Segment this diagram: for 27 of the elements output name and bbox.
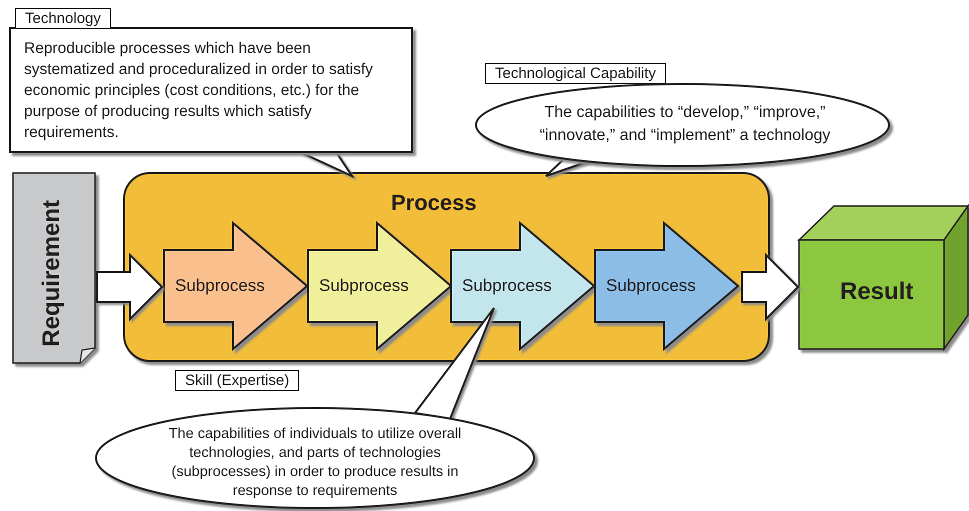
cube-shape bbox=[798, 205, 969, 350]
callout-box bbox=[10, 8, 414, 154]
speech-bubble bbox=[475, 63, 890, 167]
process-step-shape bbox=[163, 222, 308, 350]
callout-text: The capabilities to “develop,” “improve,” “innovate,” and “implement” a technology bbox=[538, 103, 832, 146]
callout-text: The capabilities of individuals to utilize overall technologies, and parts of technologies (subprocesses) in order to produce results in response to requirements bbox=[168, 425, 462, 501]
step-label: Subprocess bbox=[606, 276, 696, 296]
block-arrow bbox=[96, 252, 164, 322]
step-label: Subprocess bbox=[319, 276, 409, 296]
speech-bubble bbox=[95, 370, 535, 510]
process-step-shape bbox=[450, 222, 595, 350]
callout-text: Reproducible processes which have been systematized and proceduralized in order to satisfy economic principles (cost conditions, etc.) for the purpose of producing results which satisfy requirements. bbox=[24, 39, 374, 143]
step-label: Subprocess bbox=[462, 276, 552, 296]
process-step-shape bbox=[307, 222, 452, 350]
process-panel bbox=[123, 172, 770, 362]
callout-pointer bbox=[413, 307, 495, 420]
document-shape bbox=[12, 172, 97, 365]
document-label: Requirement bbox=[38, 200, 66, 347]
callout-heading: Technology bbox=[15, 8, 111, 29]
panel-title: Process bbox=[391, 190, 477, 216]
callout-heading: Technological Capability bbox=[485, 63, 666, 84]
step-label: Subprocess bbox=[175, 276, 265, 296]
callout-heading: Skill (Expertise) bbox=[175, 370, 300, 391]
process-step-shape bbox=[594, 222, 739, 350]
cube-label: Result bbox=[840, 278, 914, 306]
block-arrow bbox=[741, 252, 800, 322]
callout-pointer bbox=[299, 151, 355, 178]
